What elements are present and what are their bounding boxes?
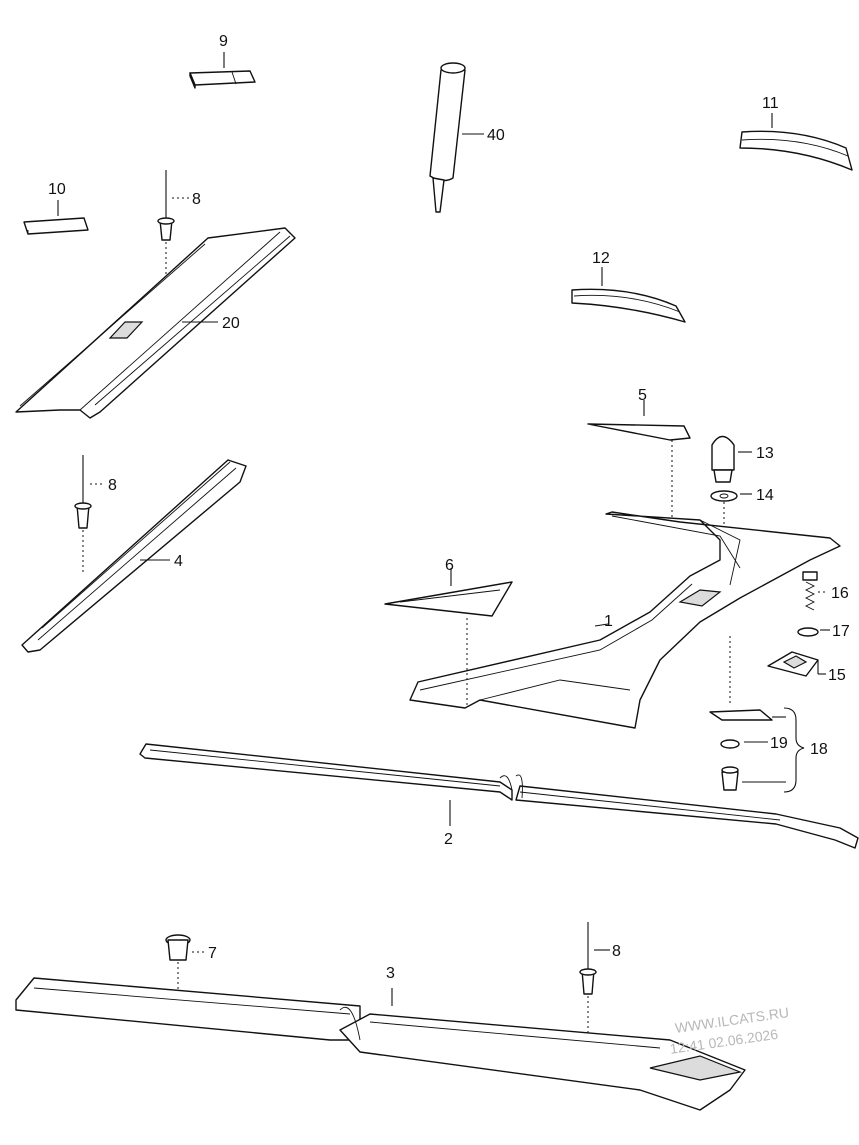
callout-15: 15 (828, 667, 846, 684)
part-15-bracket (767, 651, 819, 677)
callout-19: 19 (770, 735, 788, 752)
callout-14: 14 (756, 487, 774, 504)
callout-4: 4 (174, 553, 183, 570)
part-40-cylinder (429, 62, 466, 213)
part-11-trim (739, 130, 853, 171)
callout-9: 9 (219, 33, 228, 50)
callout-13: 13 (756, 445, 774, 462)
callout-17: 17 (832, 623, 850, 640)
callout-8-lower: 8 (612, 943, 621, 960)
part-9-block (189, 70, 256, 89)
part-4-sill (21, 459, 247, 653)
callout-6: 6 (445, 557, 454, 574)
part-10-block (23, 217, 89, 235)
callout-16: 16 (831, 585, 849, 602)
part-16-screw (802, 571, 818, 611)
callout-1: 1 (604, 613, 613, 630)
part-8-rivet-upper (157, 170, 175, 300)
part-12-trim (571, 288, 686, 323)
callout-8-upper: 8 (192, 191, 201, 208)
callout-8-middle: 8 (108, 477, 117, 494)
callout-11: 11 (762, 95, 779, 112)
part-5-plate (587, 423, 691, 520)
part-6-plate (384, 581, 513, 705)
callout-2: 2 (444, 831, 453, 848)
part-8-rivet-middle (74, 455, 92, 575)
callout-18: 18 (810, 741, 828, 758)
part-13-nut (711, 435, 735, 483)
part-17-washer (797, 627, 819, 637)
part-2-rail (139, 743, 859, 849)
callout-40: 40 (487, 127, 505, 144)
callout-20: 20 (222, 315, 240, 332)
part-3-sill (15, 977, 746, 1111)
part-8-rivet-lower (579, 922, 597, 1046)
callout-3: 3 (386, 965, 395, 982)
callout-12: 12 (592, 250, 610, 267)
callout-10: 10 (48, 181, 66, 198)
callout-5: 5 (638, 387, 647, 404)
callout-7: 7 (208, 945, 217, 962)
part-20-panel (15, 227, 296, 419)
part-1-frame (409, 511, 841, 729)
part-18-assembly (709, 636, 773, 791)
